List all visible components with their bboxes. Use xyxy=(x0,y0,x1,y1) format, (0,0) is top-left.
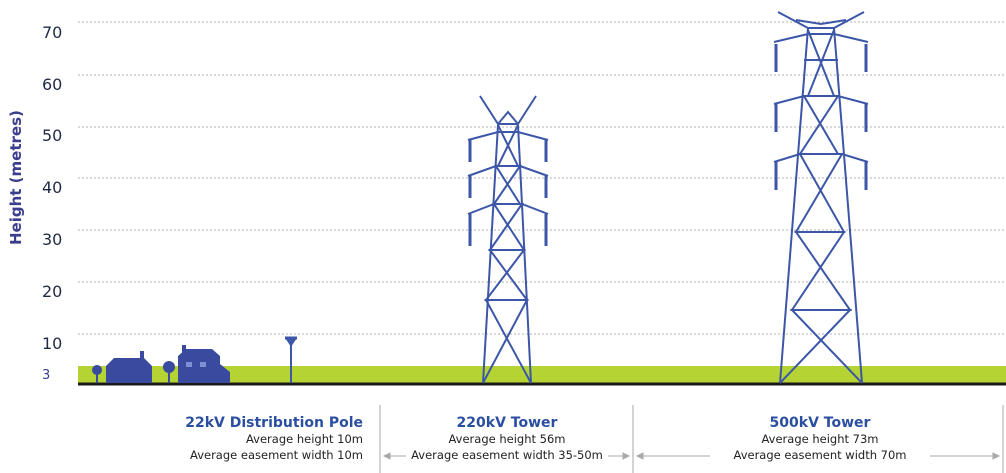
panel-height: Average height 10m xyxy=(246,432,363,446)
panel-220kv: 220kV Tower Average height 56m Average e… xyxy=(411,415,603,462)
tick-label: 70 xyxy=(42,23,62,42)
panel-height: Average height 73m xyxy=(761,432,878,446)
panel-height: Average height 56m xyxy=(448,432,565,446)
house-icon xyxy=(178,345,230,383)
houses xyxy=(92,345,230,383)
tower-icon xyxy=(773,11,869,384)
ground-tick-label: 3 xyxy=(42,368,50,383)
pole-icon xyxy=(285,336,297,383)
panel-title: 500kV Tower xyxy=(770,415,871,431)
panel-title: 220kV Tower xyxy=(457,415,558,431)
tick-label: 30 xyxy=(42,230,62,249)
tree-icon xyxy=(92,365,102,383)
tick-label: 10 xyxy=(42,334,62,353)
ground-band xyxy=(78,366,1006,383)
tree-icon xyxy=(163,361,175,383)
tick-label: 50 xyxy=(42,126,62,145)
tick-label: 20 xyxy=(42,282,62,301)
panel-easement: Average easement width 35-50m xyxy=(411,448,603,462)
panel-easement: Average easement width 70m xyxy=(734,448,907,462)
house-icon xyxy=(106,351,152,383)
panel-22kv: 22kV Distribution Pole Average height 10… xyxy=(185,415,363,462)
tower-icon xyxy=(467,95,549,384)
tick-label: 60 xyxy=(42,75,62,94)
gridlines xyxy=(78,21,1006,335)
panel-title: 22kV Distribution Pole xyxy=(185,415,363,431)
panel-easement: Average easement width 10m xyxy=(190,448,363,462)
easement-arrows xyxy=(382,452,1001,460)
tick-label: 40 xyxy=(42,178,62,197)
panel-500kv: 500kV Tower Average height 73m Average e… xyxy=(734,415,907,462)
y-axis-label: Height (metres) xyxy=(7,110,25,245)
